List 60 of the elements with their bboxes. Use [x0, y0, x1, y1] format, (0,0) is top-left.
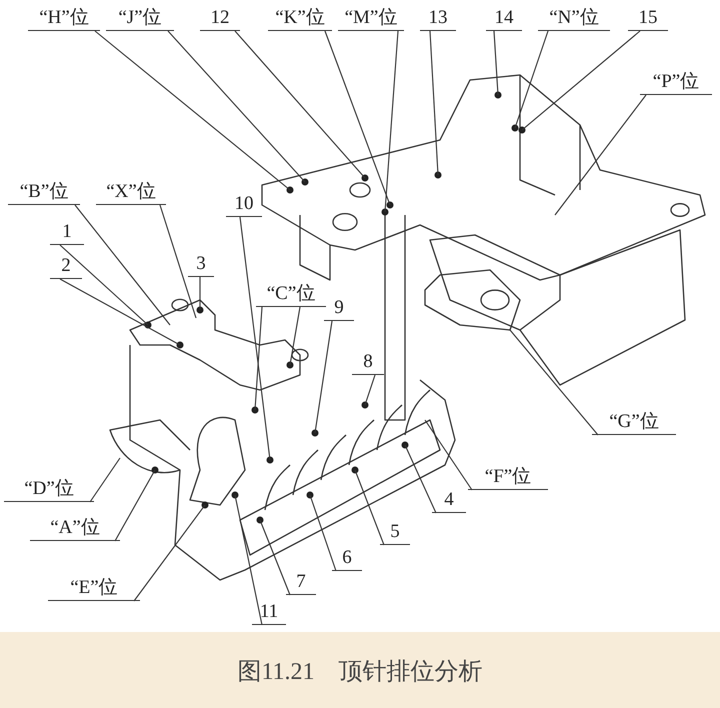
leader-line: [90, 458, 120, 502]
callout-label: 6: [332, 546, 362, 571]
leader-line: [199, 277, 201, 310]
leader-line: [324, 30, 391, 206]
leader-line: [254, 306, 263, 410]
leader-line: [514, 30, 549, 128]
callout-label: “C”位: [256, 282, 326, 307]
leader-line: [314, 320, 333, 434]
callout-label: “F”位: [468, 465, 548, 490]
callout-label: 7: [286, 570, 316, 595]
callout-label: 11: [252, 600, 286, 625]
leader-line: [510, 330, 598, 436]
leader-line: [74, 204, 170, 326]
callout-label: 4: [432, 488, 466, 513]
leader-line: [259, 520, 291, 596]
leader-line: [554, 94, 646, 216]
callout-label: 5: [380, 520, 410, 545]
leader-line: [309, 494, 337, 572]
callout-label: “N”位: [538, 6, 610, 31]
callout-label: “P”位: [640, 70, 712, 95]
callout-label: “K”位: [268, 6, 332, 31]
leader-line: [168, 30, 306, 182]
callout-label: “M”位: [338, 6, 404, 31]
callout-label: “A”位: [30, 516, 120, 541]
callout-label: 8: [352, 350, 384, 375]
leader-line: [94, 30, 290, 190]
leader-line: [424, 420, 472, 490]
leader-line: [522, 30, 640, 130]
callout-label: “H”位: [28, 6, 100, 31]
callout-label: 9: [324, 296, 354, 321]
leader-line: [60, 278, 180, 346]
figure-caption: 图11.21 顶针排位分析: [236, 658, 484, 687]
leader-line: [114, 470, 156, 542]
callout-label: 15: [628, 6, 668, 31]
leader-line: [60, 244, 148, 326]
leader-line: [134, 504, 206, 602]
leader-line: [234, 494, 263, 626]
leader-line: [404, 444, 436, 514]
leader-line: [384, 30, 399, 212]
callout-label: 1: [50, 220, 84, 245]
leader-line: [493, 30, 499, 96]
callout-label: “B”位: [8, 180, 80, 205]
leader-line: [239, 216, 271, 460]
callout-label: “G”位: [592, 410, 676, 435]
callout-label: 14: [486, 6, 522, 31]
leader-line: [429, 30, 439, 176]
callout-label: 10: [226, 192, 262, 217]
callout-label: “D”位: [4, 477, 94, 502]
callout-label: 12: [200, 6, 240, 31]
leader-line: [364, 374, 376, 406]
leader-line: [159, 204, 197, 318]
callout-label: 2: [50, 254, 82, 279]
callout-label: 13: [420, 6, 456, 31]
callout-label: “J”位: [106, 6, 174, 31]
callout-label: “E”位: [48, 576, 140, 601]
leader-line: [289, 306, 301, 366]
callout-label: “X”位: [96, 180, 166, 205]
leader-line: [234, 30, 366, 178]
leader-line: [354, 470, 385, 546]
callout-label: 3: [188, 252, 214, 277]
